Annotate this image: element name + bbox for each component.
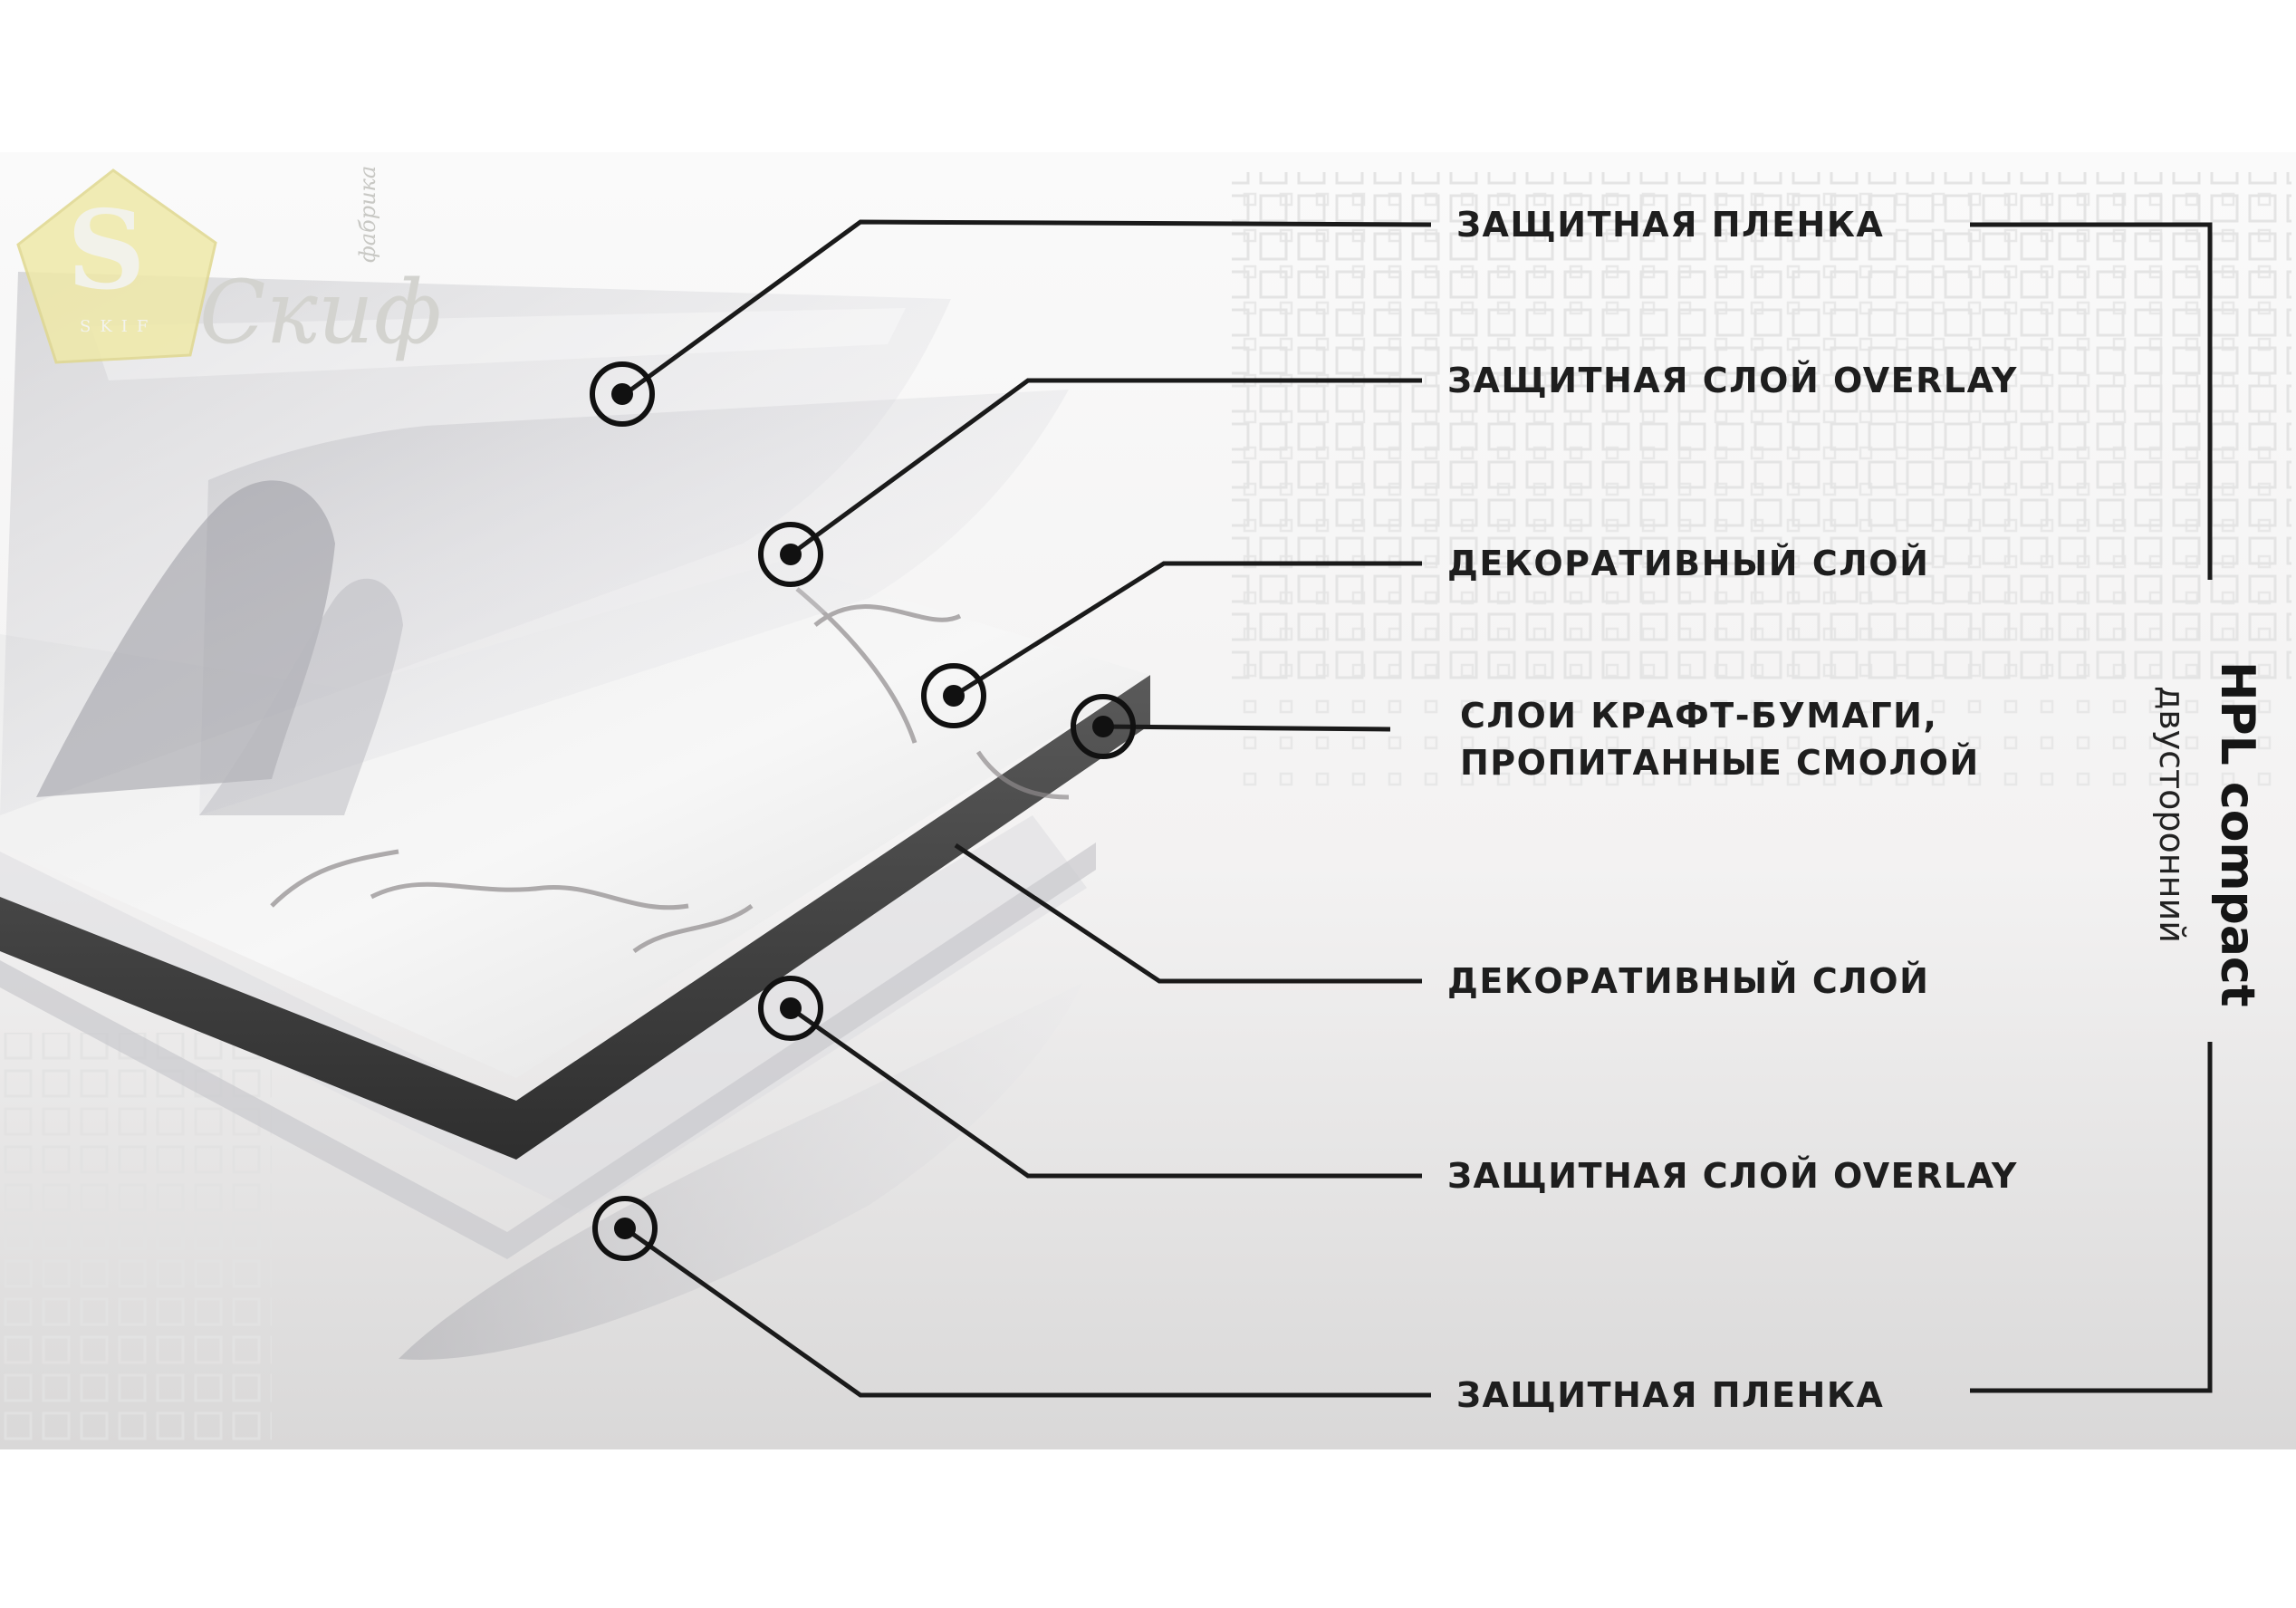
film-curl-1 bbox=[36, 480, 335, 797]
marker-3 bbox=[921, 663, 986, 728]
leader-line-2 bbox=[789, 378, 1422, 557]
board-illustration bbox=[0, 272, 1150, 1360]
board-edge bbox=[0, 675, 1150, 1160]
label-decor-bottom: ДЕКОРАТИВНЫЙ СЛОЙ bbox=[1447, 961, 1930, 1001]
leader-line-1 bbox=[623, 219, 1432, 397]
logo-small-text: SKIF bbox=[80, 317, 158, 336]
logo-script-text: Скиф bbox=[199, 262, 442, 363]
leader-line-5 bbox=[954, 843, 1422, 984]
bracket-top bbox=[1970, 222, 2213, 580]
leader-line-6 bbox=[789, 1006, 1422, 1179]
logo-pentagon bbox=[16, 169, 217, 364]
logo-letter: S bbox=[67, 187, 146, 314]
bottom-film-outer bbox=[399, 983, 1082, 1360]
hpl-subtitle: двусторонний bbox=[2152, 686, 2192, 943]
marker-6 bbox=[758, 976, 823, 1041]
film-sheen bbox=[91, 308, 906, 380]
label-protective-film-bottom: ЗАЩИТНАЯ ПЛЕНКА bbox=[1456, 1375, 1885, 1415]
layer-markers bbox=[590, 361, 1136, 1261]
marker-4 bbox=[1071, 694, 1136, 759]
label-overlay-bottom: ЗАЩИТНАЯ СЛОЙ OVERLAY bbox=[1447, 1156, 2018, 1196]
marker-2 bbox=[758, 522, 823, 587]
leader-line-4 bbox=[1102, 724, 1391, 732]
label-kraft-paper: СЛОИ КРАФТ-БУМАГИ, ПРОПИТАННЫЕ СМОЛОЙ bbox=[1460, 696, 1980, 783]
leader-line-7 bbox=[623, 1226, 1431, 1398]
film-curl-2 bbox=[199, 578, 403, 815]
label-protective-film-top: ЗАЩИТНАЯ ПЛЕНКА bbox=[1456, 205, 1885, 245]
bracket-bottom bbox=[1970, 1042, 2213, 1393]
label-decor-top: ДЕКОРАТИВНЫЙ СЛОЙ bbox=[1447, 544, 1930, 583]
label-overlay-top: ЗАЩИТНАЯ СЛОЙ OVERLAY bbox=[1447, 361, 2018, 400]
logo-caption: фабрика bbox=[355, 165, 380, 263]
leader-line-3 bbox=[952, 561, 1422, 698]
top-film-overlay bbox=[199, 390, 1069, 815]
hpl-bracket bbox=[1970, 222, 2213, 1393]
marker-7 bbox=[592, 1196, 658, 1261]
pattern-right-small bbox=[1232, 172, 2291, 806]
marble-veins bbox=[270, 587, 1070, 954]
marker-1 bbox=[590, 361, 655, 427]
leader-lines bbox=[623, 219, 1432, 1398]
hpl-title: HPL compact bbox=[2210, 661, 2264, 1007]
